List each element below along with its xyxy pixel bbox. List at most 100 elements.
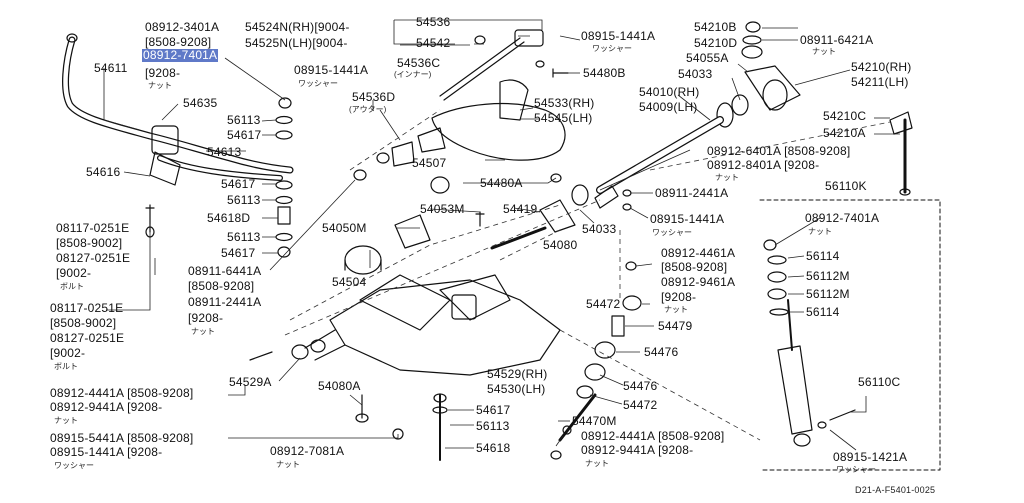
part-08117-0251E-b-date: [8508-9002] [50, 316, 117, 330]
part-54055A: 54055A [686, 51, 729, 65]
part-08912-9441A-left: 08912-9441A [9208- [50, 400, 163, 414]
part-54536C-inner-note: (インナー) [394, 70, 432, 79]
part-54525N: 54525N(LH)[9004- [245, 36, 348, 50]
part-54533: 54533(RH) [534, 96, 595, 110]
part-54617-c: 54617 [221, 246, 256, 260]
part-54617-d: 54617 [476, 403, 511, 417]
part-08911-2441A-left-nut-note: ナット [191, 327, 215, 336]
part-08915-1441A-left: 08915-1441A [294, 63, 369, 77]
part-56112M-b: 56112M [806, 287, 850, 301]
part-08915-1421A-washer-note: ワッシャー [836, 465, 876, 474]
part-08117-0251E-b: 08117-0251E [50, 301, 124, 315]
part-54472-b: 54472 [623, 398, 658, 412]
part-08912-9461A-date: [9208- [661, 290, 697, 304]
part-54476-a: 54476 [644, 345, 679, 359]
part-08912-9441A-left-nut-note: ナット [54, 416, 78, 425]
part-54033-a: 54033 [582, 222, 617, 236]
part-08127-0251E-a-bolt-note: ボルト [60, 282, 84, 291]
part-08911-2441A-left-date: [9208- [188, 311, 224, 325]
part-54618D: 54618D [207, 211, 251, 225]
part-56110K: 56110K [825, 179, 867, 193]
part-08915-1441A-bottom-washer-note: ワッシャー [54, 461, 94, 470]
part-54616: 54616 [86, 165, 121, 179]
part-08912-7401A-right-nut-note: ナット [808, 227, 832, 236]
part-08912-7401A-nut-note: ナット [148, 81, 172, 90]
part-08912-8401A-nut-note: ナット [715, 173, 739, 182]
part-08912-9461A-nut-note: ナット [664, 305, 688, 314]
part-56110C: 56110C [858, 375, 901, 389]
anchor-arm [475, 118, 911, 250]
part-54504: 54504 [332, 275, 367, 289]
part-54210D: 54210D [694, 36, 738, 50]
part-08911-6441A: 08911-6441A [188, 264, 262, 278]
part-08912-3401A: 08912-3401A [145, 20, 220, 34]
diagram-reference-code: D21-A-F5401-0025 [855, 485, 936, 495]
part-08127-0251E-a: 08127-0251E [56, 251, 131, 265]
part-56114-a: 56114 [806, 249, 840, 263]
strut-rod-stack [550, 261, 642, 460]
part-54210C: 54210C [823, 109, 867, 123]
part-54210RH: 54210(RH) [851, 60, 912, 74]
part-56113-b: 56113 [227, 193, 261, 207]
part-54507: 54507 [412, 156, 447, 170]
part-08912-4461A: 08912-4461A [661, 246, 736, 260]
part-54033-b: 54033 [678, 67, 713, 81]
part-08912-9441A-right: 08912-9441A [9208- [581, 443, 694, 457]
part-56113-c: 56113 [227, 230, 261, 244]
part-08912-7081A-nut-note: ナット [276, 460, 300, 469]
part-54536D-outer-note: (アウター) [349, 105, 387, 114]
part-08915-1441A-left-washer-note: ワッシャー [298, 79, 338, 88]
part-54611: 54611 [94, 61, 128, 75]
part-08912-7081A: 08912-7081A [270, 444, 345, 458]
torsion-bar [550, 116, 724, 211]
part-54536C: 54536C [397, 56, 441, 70]
part-54479: 54479 [658, 319, 693, 333]
part-08912-4441A-left: 08912-4441A [8508-9208] [50, 386, 194, 400]
part-54536: 54536 [416, 15, 451, 29]
part-08912-8401A: 08912-8401A [9208- [707, 158, 820, 172]
stabilizer-bar [62, 33, 294, 186]
upper-control-arm [353, 29, 569, 194]
part-54480A: 54480A [480, 176, 523, 190]
part-08915-1441A-top: 08915-1441A [581, 29, 656, 43]
shock-assy-box [759, 199, 941, 471]
part-08912-4461A-date: [8508-9208] [661, 260, 728, 274]
part-54617-b: 54617 [221, 177, 256, 191]
part-08911-6441A-date: [8508-9208] [188, 279, 255, 293]
part-54529: 54529(RH) [487, 367, 548, 381]
part-08912-4441A-right: 08912-4441A [8508-9208] [581, 429, 725, 443]
part-08912-7401A-highlighted: 08912-7401A [142, 48, 219, 62]
part-08911-2441A-right: 08911-2441A [655, 186, 729, 200]
part-08912-6401A: 08912-6401A [8508-9208] [707, 144, 851, 158]
part-08117-0251E-a-date: [8508-9002] [56, 236, 123, 250]
part-08127-0251E-b-date: [9002- [50, 346, 86, 360]
part-54635: 54635 [183, 96, 218, 110]
part-54010: 54010(RH) [639, 85, 700, 99]
part-54080: 54080 [543, 238, 578, 252]
part-08915-1441A-right: 08915-1441A [650, 212, 725, 226]
part-54536D: 54536D [352, 90, 396, 104]
part-54472-a: 54472 [586, 297, 621, 311]
part-08912-7401A-date: [9208- [145, 66, 181, 80]
part-54210A: 54210A [823, 126, 866, 140]
part-08915-1441A-bottom: 08915-1441A [9208- [50, 445, 163, 459]
part-54009: 54009(LH) [639, 100, 698, 114]
part-08911-6421A-nut-note: ナット [812, 47, 836, 56]
part-08915-1441A-right-washer-note: ワッシャー [652, 228, 692, 237]
part-08127-0251E-b: 08127-0251E [50, 331, 125, 345]
part-56113-d: 56113 [476, 419, 510, 433]
part-56113-a: 56113 [227, 113, 261, 127]
part-54613: 54613 [207, 145, 242, 159]
part-56112M-a: 56112M [806, 269, 850, 283]
left-hardware-stack [145, 97, 293, 258]
part-08127-0251E-a-date: [9002- [56, 266, 92, 280]
part-56114-b: 56114 [806, 305, 840, 319]
lower-control-arm [249, 214, 561, 461]
part-54476-b: 54476 [623, 379, 658, 393]
part-08912-7401A-right: 08912-7401A [805, 211, 880, 225]
part-54419: 54419 [503, 202, 538, 216]
part-08117-0251E-a: 08117-0251E [56, 221, 130, 235]
part-08915-1421A: 08915-1421A [833, 450, 908, 464]
